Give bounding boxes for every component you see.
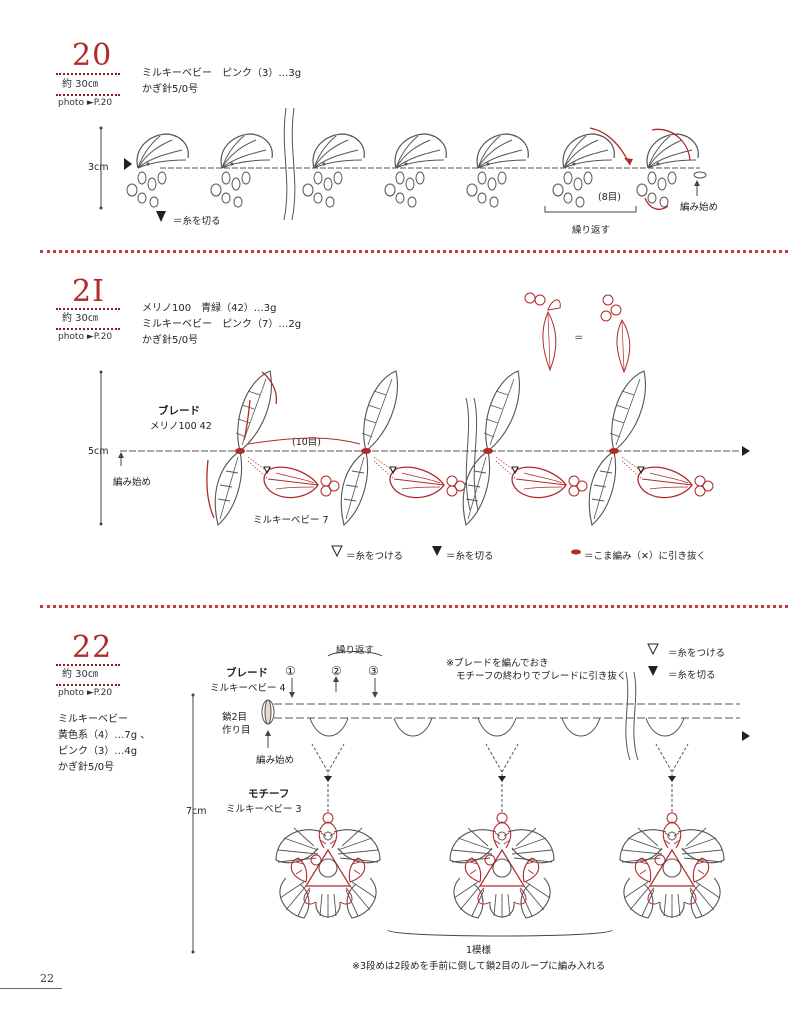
divider	[56, 684, 120, 686]
repeat-label: 繰り返す	[336, 645, 375, 656]
height-label: 5cm	[88, 446, 109, 457]
divider	[56, 73, 120, 75]
braid-label: ブレード	[158, 405, 200, 417]
pattern-number-20: 20	[72, 38, 113, 73]
legend-cut: ＝糸を切る	[173, 216, 221, 227]
pattern-repeat-label: 1模様	[466, 945, 492, 956]
material-line: かぎ針5/0号	[142, 335, 199, 346]
divider	[56, 94, 120, 96]
material-line: かぎ針5/0号	[58, 762, 115, 773]
material-line: メリノ100 青緑（42）…3g	[142, 303, 277, 314]
legend-cut: ＝糸を切る	[446, 551, 494, 562]
step-marker-1: ①	[285, 664, 296, 678]
divider	[56, 308, 120, 310]
divider	[56, 664, 120, 666]
materials-list: ミルキーベビー ピンク（3）…3g かぎ針5/0号	[142, 66, 301, 98]
material-line: ミルキーベビー ピンク（7）…2g	[142, 319, 302, 330]
braid-yarn-label: メリノ100 42	[150, 421, 212, 432]
legend-pull-through: ＝こま編み（✕）に引き抜く	[584, 551, 706, 562]
length-label: 約 30㎝	[62, 79, 98, 90]
section-separator	[40, 605, 788, 608]
stitch-count-label: (10目)	[292, 437, 322, 448]
motif-yarn-label: ミルキーベビー 3	[226, 804, 302, 815]
repeat-label: 繰り返す	[572, 225, 611, 236]
material-line: かぎ針5/0号	[142, 84, 199, 95]
motif-yarn-label: ミルキーベビー 7	[253, 515, 329, 526]
start-label: 編み始め	[680, 202, 719, 213]
photo-reference: photo ►P.20	[58, 332, 113, 342]
start-label: 編み始め	[113, 477, 152, 488]
legend-cut: ＝糸を切る	[668, 670, 716, 681]
stitch-count-label: (8目)	[598, 192, 621, 203]
note-line: モチーフの終わりでブレードに引き抜く	[456, 671, 627, 682]
material-line: ミルキーベビー	[58, 714, 128, 725]
material-line: ピンク（3）…4g	[58, 746, 138, 757]
height-label: 7cm	[186, 806, 207, 817]
length-label: 約 30㎝	[62, 313, 98, 324]
step-marker-2: ②	[331, 664, 342, 678]
bottom-note: ※3段めは2段めを手前に倒して鎖2目のループに編み入れる	[352, 961, 606, 972]
height-label: 3cm	[88, 162, 109, 173]
chain-label: 鎖2目	[222, 712, 248, 723]
legend-attach: ＝糸をつける	[668, 648, 726, 659]
photo-reference: photo ►P.20	[58, 98, 113, 108]
braid-label: ブレード	[226, 667, 268, 679]
material-line: 黄色系（4）…7g 、	[58, 730, 151, 741]
pattern-number-21: 2I	[72, 274, 105, 309]
length-label: 約 30㎝	[62, 669, 98, 680]
pattern-number-22: 22	[72, 630, 113, 665]
foundation-label: 作り目	[222, 725, 251, 736]
step-marker-3: ③	[368, 664, 379, 678]
start-label: 編み始め	[256, 755, 295, 766]
materials-list: メリノ100 青緑（42）…3g ミルキーベビー ピンク（7）…2g かぎ針5/…	[142, 301, 301, 349]
page-number: 22	[40, 972, 54, 985]
material-line: ミルキーベビー ピンク（3）…3g	[142, 68, 302, 79]
materials-list: ミルキーベビー 黄色系（4）…7g 、 ピンク（3）…4g かぎ針5/0号	[58, 712, 150, 776]
divider	[56, 328, 120, 330]
photo-reference: photo ►P.20	[58, 688, 113, 698]
braid-yarn-label: ミルキーベビー 4	[210, 683, 286, 694]
section-separator	[40, 250, 788, 253]
legend-attach: ＝糸をつける	[346, 551, 404, 562]
motif-label: モチーフ	[248, 788, 290, 800]
equals-sign: ＝	[574, 333, 584, 344]
page-number-rule	[0, 988, 62, 989]
note-line: ※ブレードを編んでおき	[446, 658, 549, 669]
